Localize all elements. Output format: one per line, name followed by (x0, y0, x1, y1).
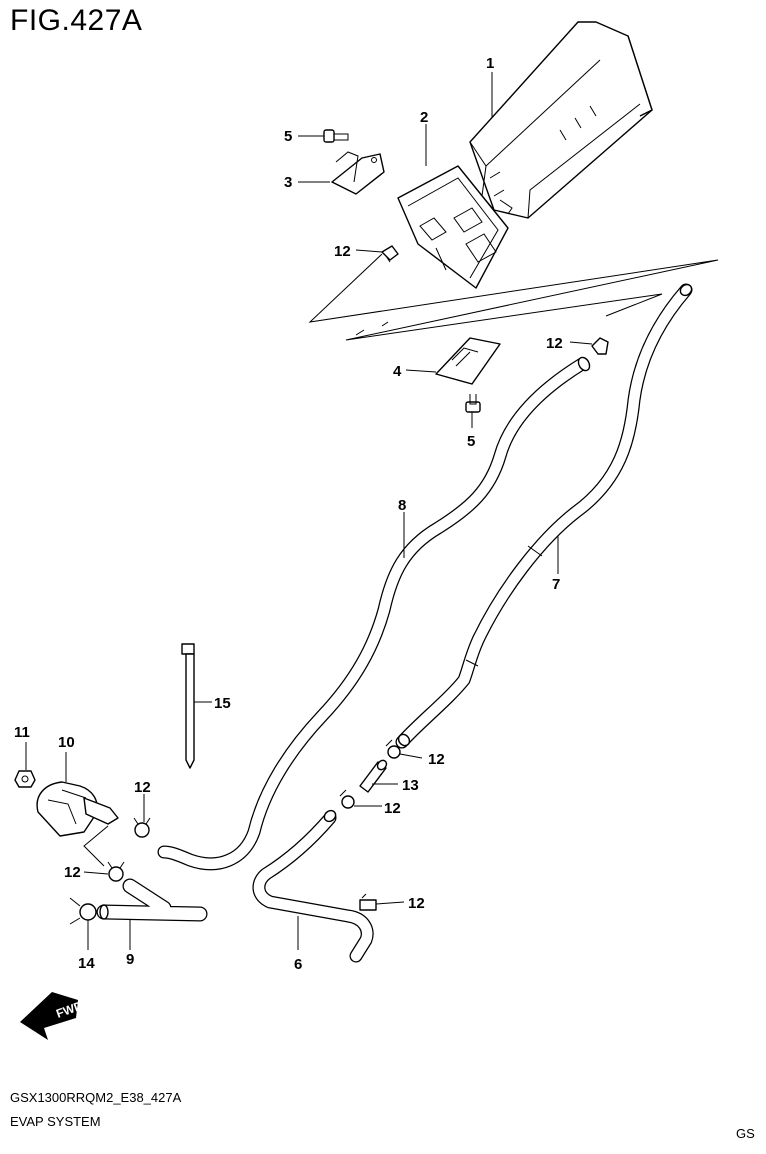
callout-12-hose6: 12 (384, 800, 401, 817)
mount-bracket-4 (435, 337, 501, 385)
callout-labels: 1 2 3 5 12 12 4 5 8 7 15 11 10 12 12 13 … (14, 55, 563, 973)
bolt-top (323, 129, 349, 143)
mount-bracket-3 (331, 151, 385, 195)
canister (469, 21, 653, 219)
canister-bracket (397, 165, 509, 289)
leader-lines (25, 72, 593, 950)
callout-10: 10 (58, 734, 75, 751)
footer-region: GS (736, 1126, 755, 1141)
callout-12-left-lower: 12 (64, 864, 81, 881)
hose-8 (157, 357, 589, 871)
callout-12-hose6-end: 12 (408, 895, 425, 912)
break-line-dash (355, 321, 389, 336)
callout-12-left-upper: 12 (134, 779, 151, 796)
fwd-arrow: FWD (20, 992, 85, 1040)
callout-6: 6 (294, 956, 302, 973)
callout-2: 2 (420, 109, 428, 126)
callout-12-hose7: 12 (428, 751, 445, 768)
callout-4: 4 (393, 363, 402, 380)
bolt-lower (465, 394, 481, 413)
callout-5-lower: 5 (467, 433, 475, 450)
callout-11: 11 (14, 724, 30, 741)
clamp-14 (69, 897, 97, 925)
fitting-13 (359, 759, 388, 793)
clip-left-upper (133, 817, 151, 838)
nut-11 (14, 770, 36, 788)
footer-code: GSX1300RRQM2_E38_427A (10, 1090, 182, 1105)
callout-8: 8 (398, 497, 406, 514)
clip-hose6 (339, 789, 355, 809)
callout-14: 14 (78, 955, 95, 972)
clip-hose7 (385, 739, 401, 759)
break-line (308, 253, 719, 341)
leader-dashed (83, 825, 109, 867)
cable-tie (181, 643, 195, 769)
callout-13: 13 (402, 777, 419, 794)
clip-bracket (381, 245, 399, 263)
footer-name: EVAP SYSTEM (10, 1114, 101, 1129)
callout-12-bracket: 12 (334, 243, 351, 260)
callout-15: 15 (214, 695, 231, 712)
figure-title: FIG.427A (10, 4, 143, 37)
callout-3: 3 (284, 174, 292, 191)
valve-10 (36, 781, 119, 837)
clip-top-right (591, 337, 609, 355)
callout-1: 1 (486, 55, 494, 72)
callout-5-top: 5 (284, 128, 292, 145)
callout-9: 9 (126, 951, 134, 968)
callout-7: 7 (552, 576, 560, 593)
clip-hose6-end (359, 893, 377, 911)
clip-left-lower (107, 861, 125, 882)
callout-12-top-right: 12 (546, 335, 563, 352)
